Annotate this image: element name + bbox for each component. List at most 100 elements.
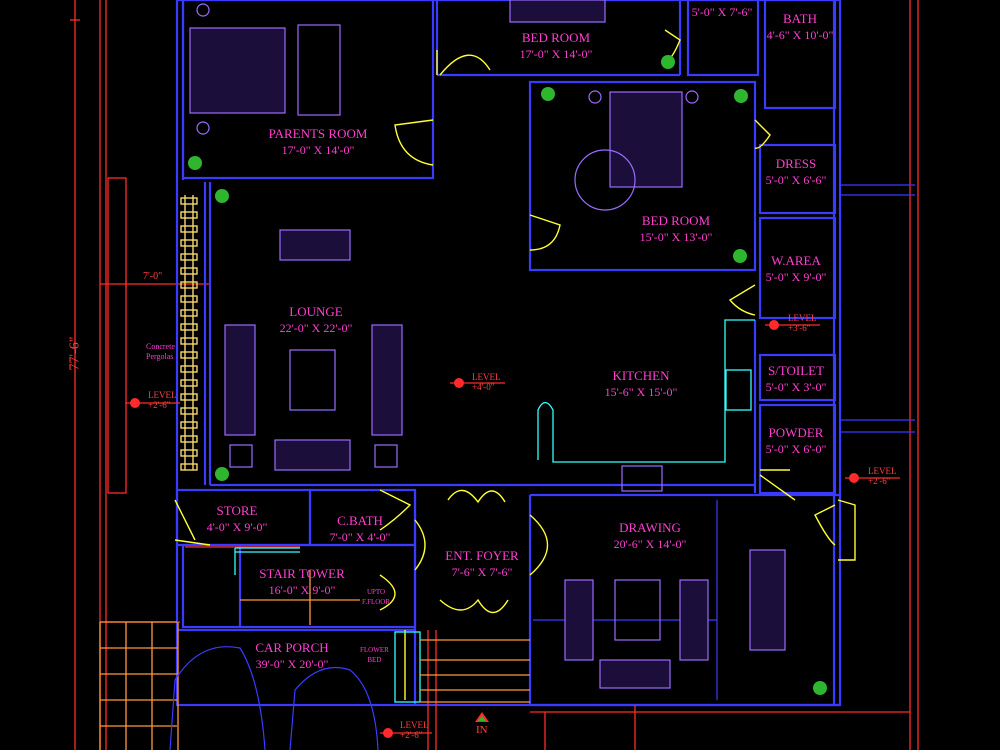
doors <box>174 29 856 700</box>
pergola-rung <box>180 211 198 219</box>
room-label-lounge: LOUNGE 22'-0" X 22'-0" <box>280 304 353 336</box>
room-dimensions: 16'-0" X 9'-0" <box>268 583 336 597</box>
room-name: C.BATH <box>337 513 383 528</box>
room-label-parents: PARENTS ROOM 17'-0" X 14'-0" <box>269 126 368 158</box>
level-warea-value: +3'-6" <box>788 323 811 333</box>
overall-dimension-line <box>70 0 80 750</box>
pergola-dimension <box>100 177 210 494</box>
level-porch-title: LEVEL <box>400 720 429 730</box>
room-name: BED ROOM <box>521 30 591 45</box>
room-name: W.AREA <box>771 253 821 268</box>
pergola-rung <box>180 463 198 471</box>
room-dimensions: 4'-0" X 9'-0" <box>206 520 268 534</box>
pergola-rung <box>180 393 198 401</box>
lounge-dining-table <box>279 229 351 261</box>
level-center-title: LEVEL <box>472 372 501 382</box>
level-west-value: +2'-6" <box>148 400 171 410</box>
pergola-rung <box>180 309 198 317</box>
room-name: ENT. FOYER <box>445 548 519 563</box>
level-porch-value: +2'-6" <box>400 730 423 740</box>
pergola-rung <box>180 281 198 289</box>
pergola-rung <box>180 253 198 261</box>
parents-bed <box>189 3 341 135</box>
bedroom2-bed <box>574 90 699 211</box>
cars <box>169 646 379 750</box>
room-label-powder: POWDER 5'-0" X 6'-0" <box>766 425 827 457</box>
flower-bed-note: FLOWER BED <box>360 645 389 665</box>
lounge-sofas <box>224 324 403 471</box>
room-name: PARENTS ROOM <box>268 126 368 141</box>
level-porch: LEVEL +2'-6" <box>400 720 429 740</box>
room-dimensions: 5'-0" X 6'-6" <box>765 173 827 187</box>
room-label-porch: CAR PORCH 39'-0" X 20'-0" <box>255 640 328 672</box>
pergola-rung <box>180 379 198 387</box>
room-label-kitchen: KITCHEN 15'-6" X 15'-0" <box>605 368 678 400</box>
room-dimensions: 5'-0" X 7'-6" <box>691 5 753 19</box>
pergola-rung <box>180 407 198 415</box>
porch-tiles <box>99 621 179 750</box>
flower-bed-line-1: FLOWER <box>360 646 389 654</box>
room-dimensions: 7'-6" X 7'-6" <box>451 565 513 579</box>
room-label-drawing: DRAWING 20'-6" X 14'-0" <box>614 520 687 552</box>
room-dimensions: 15'-0" X 13'-0" <box>639 230 713 244</box>
room-label-bedroom2: BED ROOM 15'-0" X 13'-0" <box>640 213 713 245</box>
level-west-title: LEVEL <box>148 390 177 400</box>
room-dimensions: 22'-0" X 22'-0" <box>279 321 353 335</box>
room-dimensions: 17'-0" X 14'-0" <box>281 143 355 157</box>
room-dimensions: 5'-0" X 6'-0" <box>765 442 827 456</box>
pergola-rung <box>180 421 198 429</box>
pergola-note: Concrete Pergolas <box>146 342 175 362</box>
pergola-rung <box>180 435 198 443</box>
room-name: POWDER <box>768 425 824 440</box>
level-markers <box>125 320 900 738</box>
drawing-sofas <box>564 549 786 689</box>
pergola-rung <box>180 225 198 233</box>
room-name: S/TOILET <box>767 363 825 378</box>
flower-bed <box>394 631 530 703</box>
kitchen-counter <box>537 319 755 492</box>
room-name: KITCHEN <box>612 368 670 383</box>
room-name: LOUNGE <box>289 304 343 319</box>
level-west: LEVEL +2'-6" <box>148 390 177 410</box>
room-name: DRESS <box>775 156 817 171</box>
pergola-rung <box>180 337 198 345</box>
concrete-pergola <box>180 195 198 471</box>
level-warea-title: LEVEL <box>788 313 817 323</box>
room-name: DRAWING <box>619 520 681 535</box>
overall-dimension-label: 77'-6" <box>67 336 83 371</box>
pergola-note-line-1: Concrete <box>146 342 175 351</box>
pergola-rung <box>180 239 198 247</box>
room-dimensions: 5'-0" X 9'-0" <box>765 270 827 284</box>
pergola-rung <box>180 365 198 373</box>
level-east-title: LEVEL <box>868 466 897 476</box>
pergola-dimension-label: 7'-0" <box>143 271 163 282</box>
pergola-rung <box>180 197 198 205</box>
entry-label: IN <box>476 724 488 736</box>
pergola-rung <box>180 267 198 275</box>
pergola-rung <box>180 449 198 457</box>
room-name: BED ROOM <box>641 213 711 228</box>
room-label-foyer: ENT. FOYER 7'-6" X 7'-6" <box>445 548 518 580</box>
level-center-value: +4'-0" <box>472 382 495 392</box>
room-label-warea: W.AREA 5'-0" X 9'-0" <box>766 253 827 285</box>
building-walls <box>175 0 842 707</box>
level-center: LEVEL +4'-0" <box>472 372 501 392</box>
upto-floor-line-1: UPTO <box>366 588 386 596</box>
room-dimensions: 15'-6" X 15'-0" <box>604 385 678 399</box>
room-dimensions: 4'-6" X 10'-0" <box>766 28 834 42</box>
stair-steps <box>234 547 360 625</box>
room-dimensions: 39'-0" X 20'-0" <box>255 657 329 671</box>
room-label-bath1: 5'-0" X 7'-6" <box>692 4 753 20</box>
room-name: CAR PORCH <box>255 640 329 655</box>
room-dimensions: 20'-6" X 14'-0" <box>613 537 687 551</box>
flower-bed-line-2: BED <box>367 656 382 664</box>
top-bed <box>509 0 606 23</box>
plants <box>188 55 827 695</box>
